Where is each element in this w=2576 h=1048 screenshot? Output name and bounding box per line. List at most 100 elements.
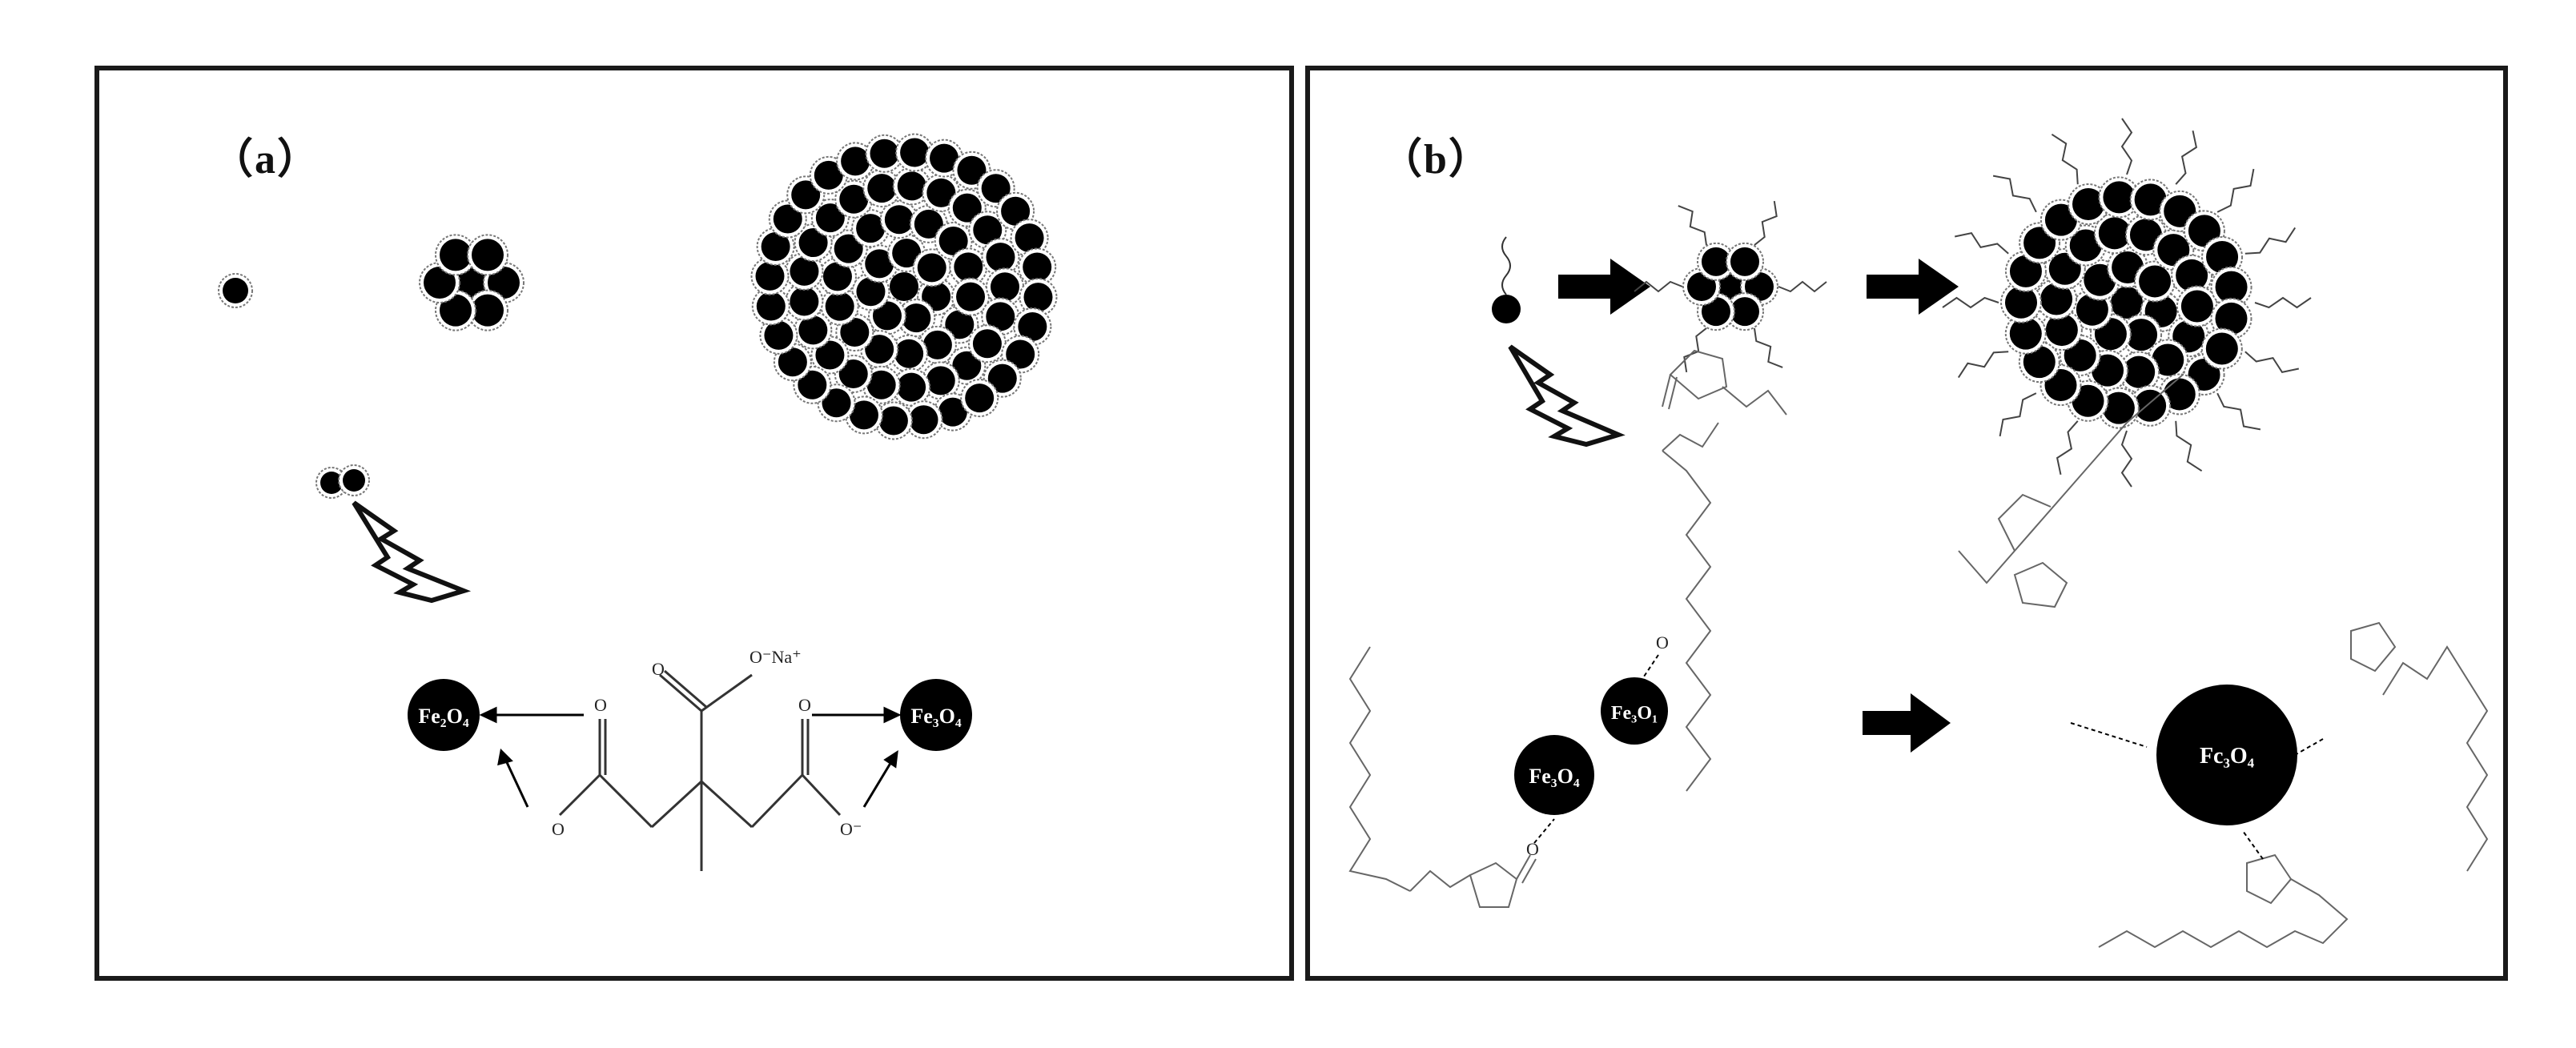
nanoparticle — [822, 388, 851, 418]
nanoparticle — [790, 287, 819, 316]
panel-b: （b） Fe₃O₄ Fe₃O₁ — [1305, 66, 2508, 981]
growth-arrow-2 — [1867, 259, 1959, 315]
nanoparticle — [1015, 223, 1044, 253]
nanoparticle — [856, 277, 886, 307]
ligand-chain — [1778, 280, 1827, 293]
o-label-b2: O — [1656, 632, 1669, 652]
citrate-left-o-single: O — [552, 819, 565, 839]
nanoparticle — [990, 272, 1019, 302]
citrate-molecule — [558, 669, 842, 871]
nanoparticle — [938, 397, 967, 427]
nanoparticle — [902, 303, 931, 333]
nanoparticle — [2139, 265, 2172, 298]
nanoparticle — [424, 267, 456, 299]
pvp-chains-right — [1958, 374, 2489, 949]
ligand-chain — [2120, 430, 2133, 488]
single-nanoparticle — [1492, 295, 1521, 323]
fe-nanoparticle-left — [408, 679, 480, 751]
panel-a-label: （a） — [211, 137, 321, 183]
nanoparticle — [472, 239, 504, 271]
o-label-b1: O — [1526, 839, 1539, 859]
nanoparticle — [2092, 354, 2124, 387]
citrate-top-o: O — [652, 659, 665, 679]
ligand-chain — [1501, 236, 1511, 295]
ligand-chain — [2244, 227, 2297, 255]
nanoparticle — [900, 138, 930, 167]
nanoparticle — [2152, 343, 2184, 376]
nanoparticle — [790, 256, 819, 286]
nanoparticle — [2069, 229, 2102, 262]
nanoparticle — [761, 231, 790, 261]
nanoparticle — [972, 329, 1002, 359]
nanoparticle — [2009, 317, 2042, 350]
nanoparticle — [472, 294, 504, 327]
nanoparticle — [870, 139, 899, 168]
fe-nanoparticle-big — [2156, 685, 2297, 825]
ligand-chain — [1678, 205, 1707, 246]
nanoparticle — [798, 315, 828, 345]
nanoparticle — [2205, 332, 2238, 365]
nanoparticle — [872, 301, 902, 331]
nanoparticle — [798, 370, 827, 400]
citrate-right-o-double: O — [798, 695, 811, 715]
nanoparticle — [320, 472, 343, 494]
fe-formula-big: Fc₃O₄ — [2200, 744, 2255, 769]
nanoparticle — [1687, 272, 1716, 301]
nanoparticle — [2103, 181, 2136, 214]
pvp-chains-left — [1348, 349, 1787, 908]
nanoparticle — [2023, 346, 2056, 379]
nanoparticle — [2005, 286, 2038, 319]
nanoparticle — [1001, 196, 1031, 226]
nanoparticle — [2111, 287, 2143, 319]
ligand-chain — [2244, 351, 2300, 374]
nanoparticle — [2102, 391, 2135, 424]
nanoparticle — [822, 262, 852, 291]
nanoparticle — [1023, 283, 1053, 312]
nanoparticle — [856, 214, 886, 243]
nanoparticle — [798, 228, 828, 258]
nanoparticle — [892, 239, 922, 268]
nanoparticle — [986, 243, 1015, 272]
nanoparticle — [897, 171, 926, 201]
nanoparticle — [488, 267, 520, 299]
panel-b-label: （b） — [1380, 137, 1492, 183]
growth-arrow-1 — [1558, 259, 1650, 315]
nanoparticle — [440, 239, 472, 271]
nanoparticle — [440, 294, 472, 327]
nanoparticle — [2098, 217, 2131, 250]
nanoparticle — [894, 339, 924, 368]
dashed-coordination-arrows — [1533, 654, 2324, 860]
fe-formula-left: Fe₂O₄ — [418, 705, 468, 728]
nanoparticle — [2076, 293, 2108, 326]
large-nanoparticle-aggregate — [750, 133, 1058, 440]
nanoparticle — [2134, 183, 2167, 216]
nanoparticle — [973, 215, 1003, 245]
nanoparticle — [2180, 290, 2213, 323]
nanoparticle — [2134, 389, 2167, 422]
ligand-chain — [1999, 392, 2037, 437]
fe-nanoparticle-right — [900, 679, 972, 751]
nanoparticle — [841, 147, 870, 176]
ligand-chain — [2056, 420, 2079, 476]
nanoparticle — [773, 204, 802, 234]
ligand-chain — [1754, 327, 1783, 368]
coordination-arrows — [479, 706, 902, 808]
ligand-chain — [2175, 130, 2198, 185]
nanoparticle — [840, 318, 870, 347]
nanoparticle — [926, 366, 955, 396]
nanoparticle — [922, 330, 952, 359]
nanoparticle — [952, 193, 982, 223]
nanoparticle — [2072, 384, 2104, 417]
nanoparticle — [814, 160, 843, 190]
ligand-chain — [1754, 200, 1778, 246]
nanoparticle — [223, 278, 248, 303]
nanoparticle — [755, 261, 785, 291]
nanoparticle — [865, 249, 894, 279]
ligand-chain — [2120, 118, 2133, 175]
nanoparticle — [930, 143, 959, 173]
nanoparticle — [815, 340, 845, 370]
fe-formula-right: Fe₃O₄ — [910, 705, 961, 728]
microwave-lightning-icon-b — [1508, 344, 1626, 448]
panel-a: （a） — [94, 66, 1294, 981]
nanoparticle — [965, 383, 995, 413]
